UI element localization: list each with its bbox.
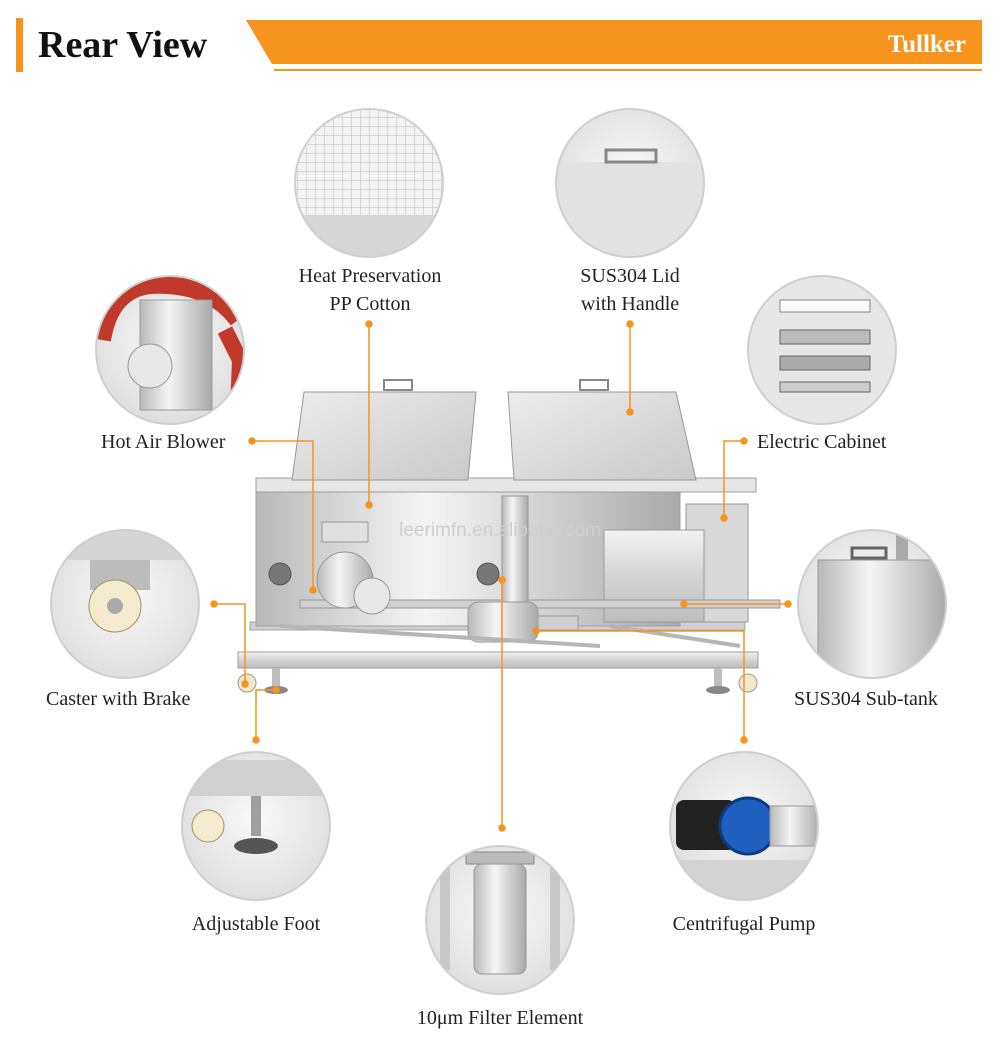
machine-photo bbox=[237, 379, 781, 694]
heat-preservation-label-line2: PP Cotton bbox=[329, 293, 411, 315]
leader-lines bbox=[210, 320, 792, 832]
hot-air-blower-label: Hot Air Blower bbox=[101, 431, 226, 453]
filter-element-photo bbox=[425, 845, 575, 995]
watermark-text: leerimfn.en.alibaba.com bbox=[399, 520, 601, 541]
hot-air-blower-photo bbox=[95, 275, 245, 425]
lid-label-line2: with Handle bbox=[580, 293, 680, 315]
heat-preservation-photo bbox=[294, 108, 444, 258]
page-title: Rear View bbox=[38, 24, 208, 66]
heat-preservation-label-line1: Heat Preservation bbox=[298, 265, 442, 287]
lid-photo bbox=[555, 108, 705, 258]
brand-banner bbox=[246, 20, 982, 71]
lid-label-line1: SUS304 Lid bbox=[580, 265, 680, 287]
electric-cabinet-label: Electric Cabinet bbox=[757, 431, 887, 453]
electric-cabinet-photo bbox=[747, 275, 897, 425]
centrifugal-pump-label: Centrifugal Pump bbox=[672, 913, 816, 935]
brand-name: Tullker bbox=[887, 31, 966, 58]
filter-element-label: 10μm Filter Element bbox=[416, 1007, 584, 1029]
sub-tank-label: SUS304 Sub-tank bbox=[794, 688, 938, 710]
adjustable-foot-label: Adjustable Foot bbox=[191, 913, 321, 935]
title-accent-bar bbox=[16, 18, 23, 72]
caster-photo bbox=[50, 529, 200, 679]
adjustable-foot-photo bbox=[181, 751, 331, 901]
caster-label: Caster with Brake bbox=[46, 688, 191, 710]
centrifugal-pump-photo bbox=[669, 751, 819, 901]
sub-tank-photo bbox=[797, 529, 947, 679]
